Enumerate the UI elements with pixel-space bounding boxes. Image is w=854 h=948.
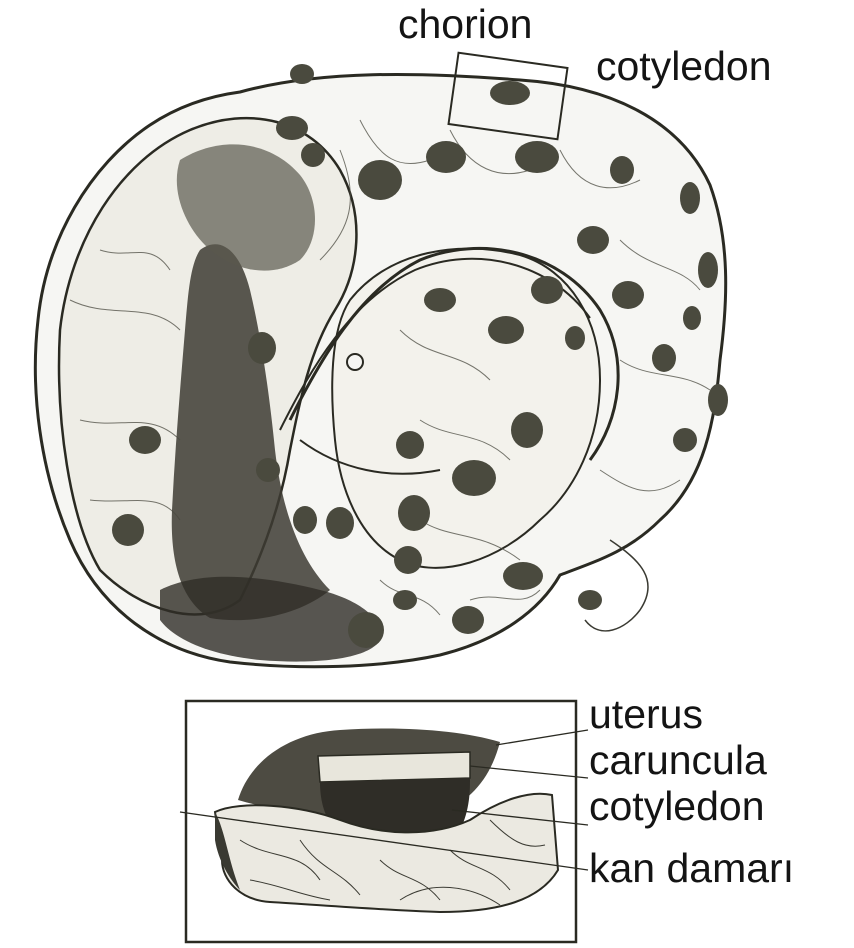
chorion-sac: [35, 64, 728, 667]
umbilical-stump: [347, 354, 363, 370]
label-kan-damari: kan damarı: [589, 848, 794, 889]
label-chorion: chorion: [398, 4, 532, 45]
label-cotyledon-top: cotyledon: [596, 46, 772, 87]
label-cotyledon-inset: cotyledon: [589, 786, 765, 827]
label-uterus: uterus: [589, 694, 703, 735]
caruncula: [318, 752, 470, 782]
label-caruncula: caruncula: [589, 740, 767, 781]
